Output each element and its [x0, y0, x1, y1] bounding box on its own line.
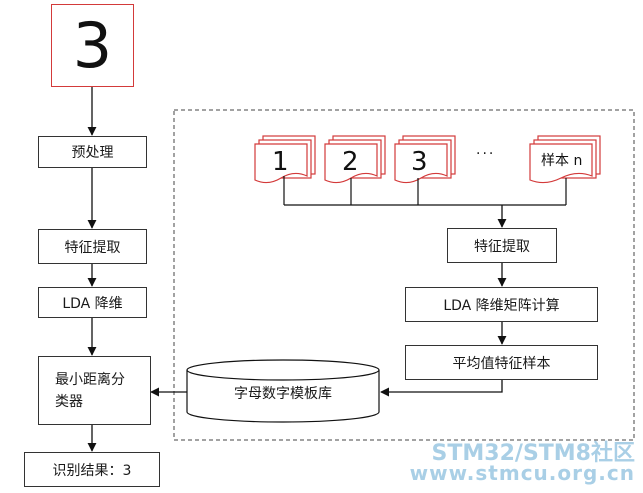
sample-card-n	[529, 135, 601, 184]
mean-feature-sample-box: 平均值特征样本	[405, 345, 598, 380]
lda-reduce-box: LDA 降维	[38, 287, 147, 318]
sample-digit-2: 2	[342, 147, 359, 177]
template-db-cylinder	[186, 359, 380, 423]
lda-matrix-box: LDA 降维矩阵计算	[405, 287, 598, 322]
training-region	[173, 109, 635, 441]
sample-card-1	[254, 135, 316, 184]
feature-extract-box: 特征提取	[38, 229, 147, 264]
sample-card-2	[324, 135, 386, 184]
preprocess-box: 预处理	[38, 136, 147, 168]
sample-digit-3: 3	[411, 147, 428, 177]
sample-digit-1: 1	[272, 147, 289, 177]
watermark-title: STM32/STM8社区	[431, 441, 635, 466]
train-feature-extract-box: 特征提取	[447, 228, 557, 263]
template-db-label: 字母数字模板库	[234, 386, 332, 402]
min-distance-classifier-box: 最小距离分 类器	[38, 356, 151, 425]
watermark-url: www.stmcu.org.cn	[409, 461, 635, 485]
result-box: 识别结果：3	[24, 452, 160, 487]
arrow-mean-to-db	[380, 380, 503, 397]
classifier-label-line2: 类器	[55, 393, 83, 410]
sample-card-3	[394, 135, 456, 184]
input-digit-card: 3	[51, 4, 134, 87]
samples-ellipsis: ···	[476, 146, 496, 162]
sample-n-label: 样本 n	[541, 153, 583, 169]
classifier-label-line1: 最小距离分	[55, 371, 125, 388]
input-digit: 3	[72, 9, 113, 82]
